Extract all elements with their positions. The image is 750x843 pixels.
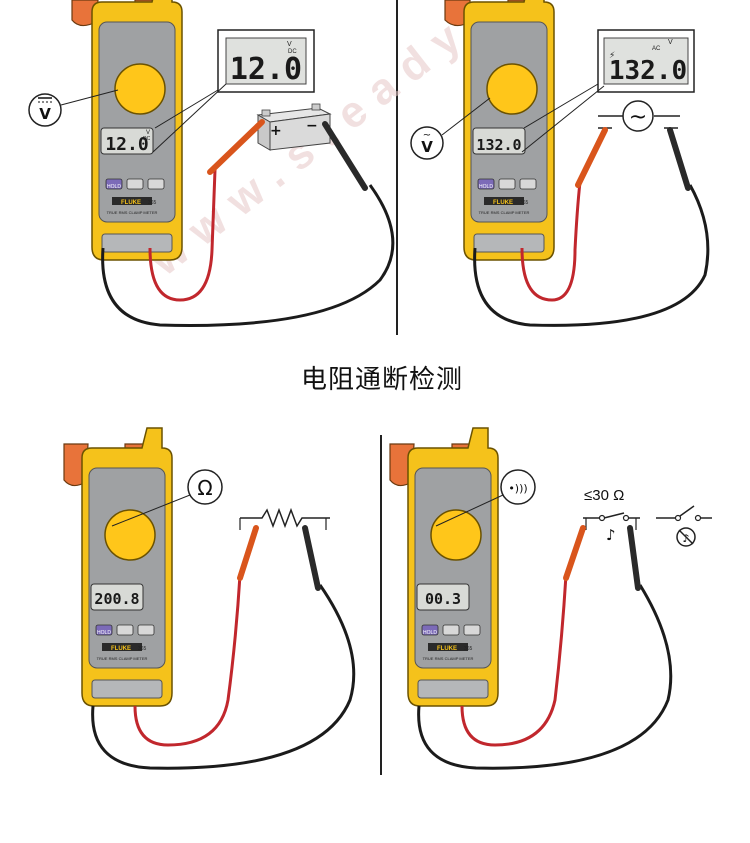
svg-text:~: ~	[423, 130, 431, 141]
black-lead-1	[101, 184, 395, 327]
rotary-dial-3	[104, 509, 156, 561]
svg-text:V: V	[39, 105, 51, 123]
beep-icon: ♪	[606, 526, 616, 544]
meter-display-4: 00.3	[425, 590, 461, 608]
ac-source: ~	[598, 100, 680, 132]
rotary-dial-4	[430, 509, 482, 561]
closed-switch: ♪	[583, 512, 640, 544]
brand-label-3: FLUKE	[111, 646, 131, 652]
svg-text:DC: DC	[143, 136, 151, 142]
svg-text:TRUE RMS CLAMP METER: TRUE RMS CLAMP METER	[97, 656, 148, 661]
svg-text:AC: AC	[652, 46, 661, 52]
battery: + −	[256, 103, 332, 151]
svg-text:~: ~	[629, 105, 647, 130]
meter-display-1: 12.0	[105, 134, 148, 155]
red-lead-4	[460, 574, 568, 747]
meter-display-2: 132.0	[476, 136, 521, 154]
hold-button: HOLD	[107, 184, 121, 190]
brand-label-1: FLUKE	[121, 200, 141, 206]
panel-dc-voltage: 12.0 V DC HOLD FLUKE 365 TRUE RMS CLAMP …	[28, 0, 395, 327]
dial-callout-4	[500, 469, 536, 505]
panel-resistance: 200.8 HOLD FLUKE 365 TRUE RMS CLAMP METE…	[63, 427, 356, 770]
red-lead-1	[148, 169, 217, 302]
svg-text:−: −	[306, 118, 318, 134]
svg-text:HOLD: HOLD	[423, 630, 437, 636]
svg-text:♪: ♪	[682, 532, 689, 545]
brand-label-4: FLUKE	[437, 646, 457, 652]
svg-text:+: +	[270, 123, 282, 139]
rotary-dial-2	[486, 63, 538, 115]
continuity-threshold: ≤30 Ω	[584, 487, 624, 504]
black-lead-3	[91, 584, 356, 770]
svg-text:Ω: Ω	[197, 476, 212, 500]
dial-callout-2	[410, 126, 444, 160]
clamp-meter-4	[407, 427, 499, 707]
svg-text:HOLD: HOLD	[479, 184, 493, 190]
dial-callout-3	[187, 469, 223, 505]
svg-text:TRUE RMS CLAMP METER: TRUE RMS CLAMP METER	[479, 210, 530, 215]
svg-text:365: 365	[464, 646, 473, 652]
svg-text:365: 365	[148, 200, 157, 206]
panel-continuity: 00.3 HOLD FLUKE 365 TRUE RMS CLAMP METER…	[389, 427, 712, 770]
svg-text:V: V	[421, 138, 433, 156]
dial-callout-1	[28, 93, 62, 127]
svg-text:•))): •)))	[508, 482, 527, 495]
svg-text:TRUE RMS CLAMP METER: TRUE RMS CLAMP METER	[107, 210, 158, 215]
resistor	[239, 507, 330, 530]
red-lead-3	[133, 574, 242, 747]
black-lead-2	[473, 184, 710, 327]
meter-display-3: 200.8	[94, 590, 139, 608]
open-switch: ♪	[656, 505, 712, 547]
svg-text:365: 365	[520, 200, 529, 206]
svg-text:132.0: 132.0	[609, 56, 687, 86]
svg-text:HOLD: HOLD	[97, 630, 111, 636]
svg-text:V: V	[287, 41, 292, 48]
svg-text:DC: DC	[288, 49, 297, 55]
black-lead-4	[417, 584, 673, 770]
rotary-dial-1	[114, 63, 166, 115]
section-title: 电阻通断检测	[301, 365, 463, 395]
red-lead-2	[520, 181, 582, 302]
svg-text:TRUE RMS CLAMP METER: TRUE RMS CLAMP METER	[423, 656, 474, 661]
svg-text:12.0: 12.0	[230, 52, 302, 87]
svg-text:365: 365	[138, 646, 147, 652]
panel-ac-voltage: 132.0 HOLD FLUKE 365 TRUE RMS CLAMP METE…	[410, 0, 710, 327]
svg-text:⚡: ⚡	[609, 51, 615, 61]
svg-text:V: V	[146, 130, 150, 136]
clamp-meter-3	[81, 427, 173, 707]
brand-label-2: FLUKE	[493, 200, 513, 206]
svg-text:V: V	[668, 39, 673, 46]
